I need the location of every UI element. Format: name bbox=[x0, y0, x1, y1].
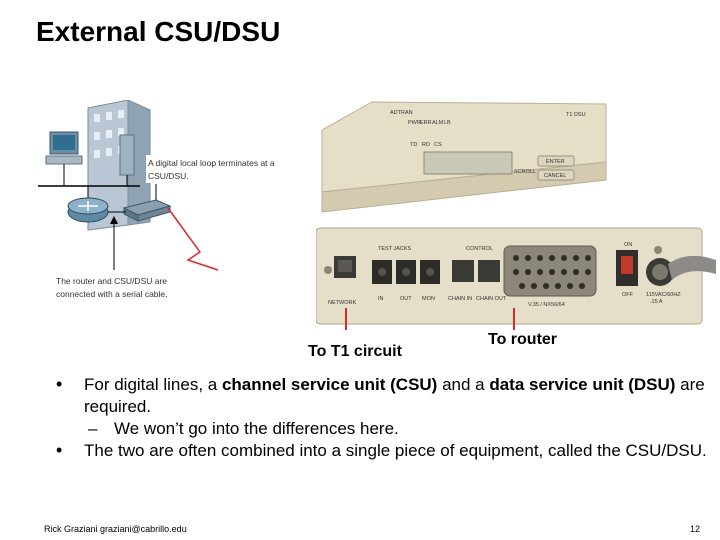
bullet-list: • For digital lines, a channel service u… bbox=[56, 374, 716, 462]
footer-author: Rick Graziani graziani@cabrillo.edu bbox=[44, 524, 187, 534]
callout-router: To router bbox=[488, 331, 558, 348]
diagram-label-top-1: A digital local loop terminates at a bbox=[148, 158, 275, 168]
enter-button-label: ENTER bbox=[546, 159, 565, 165]
front-led-rd: RD bbox=[422, 142, 430, 148]
port-mon: MON bbox=[422, 296, 435, 302]
front-led-alm: ALM bbox=[432, 120, 444, 126]
device-brand: ADTRAN bbox=[390, 110, 413, 116]
switch-off-label: OFF bbox=[622, 292, 634, 298]
port-chain-in: CHAIN IN bbox=[448, 296, 472, 302]
bold-dsu: data service unit (DSU) bbox=[489, 375, 676, 394]
csu-dsu-photo: ADTRAN T1 DSU PWR ERR ALM LB TD RD CS EN… bbox=[316, 101, 716, 330]
bullet-marker-icon: • bbox=[56, 374, 63, 394]
cancel-button-label: CANCEL bbox=[544, 173, 566, 179]
dash-marker-icon: – bbox=[88, 419, 98, 438]
port-chain-out: CHAIN OUT bbox=[476, 296, 507, 302]
cancel-button bbox=[537, 169, 575, 181]
device-model: T1 DSU bbox=[566, 112, 586, 118]
bullet-marker-icon: • bbox=[56, 440, 63, 460]
front-led-err: ERR bbox=[420, 120, 432, 126]
page-number: 12 bbox=[690, 524, 701, 534]
diagram-label-bottom-2: connected with a serial cable. bbox=[56, 289, 168, 299]
bullet-item-2: • The two are often combined into a sing… bbox=[56, 440, 707, 460]
lcd-display bbox=[423, 151, 513, 175]
sub-bullet-item-1: – We won’t go into the differences here. bbox=[88, 419, 399, 438]
front-led-td: TD bbox=[410, 142, 417, 148]
port-network: NETWORK bbox=[328, 300, 356, 306]
front-led-pwr: PWR bbox=[408, 120, 421, 126]
callout-t1-circuit: To T1 circuit bbox=[308, 343, 402, 360]
power-label-2: .15 A bbox=[650, 299, 663, 305]
diagram-label-bottom-1: The router and CSU/DSU are bbox=[56, 276, 167, 286]
port-out: OUT bbox=[400, 296, 412, 302]
port-in: IN bbox=[378, 296, 384, 302]
bullet-item-1: • For digital lines, a channel service u… bbox=[56, 374, 705, 416]
port-v35: V.35 / NX56/64 bbox=[528, 302, 565, 308]
front-led-lb: LB bbox=[444, 120, 451, 126]
group-test-jacks: TEST JACKS bbox=[378, 246, 412, 252]
switch-on-label: ON bbox=[624, 242, 632, 248]
group-control: CONTROL bbox=[466, 246, 493, 252]
diagram-label-top-2: CSU/DSU. bbox=[148, 171, 189, 181]
power-label-1: 115VAC/60HZ bbox=[646, 292, 681, 298]
enter-button bbox=[537, 155, 575, 167]
scroll-label: SCROLL bbox=[514, 169, 536, 175]
network-diagram: A digital local loop terminates at a CSU… bbox=[38, 100, 280, 299]
front-led-cs: CS bbox=[434, 142, 442, 148]
slide-title: External CSU/DSU bbox=[36, 16, 281, 47]
bold-csu: channel service unit (CSU) bbox=[221, 375, 438, 394]
